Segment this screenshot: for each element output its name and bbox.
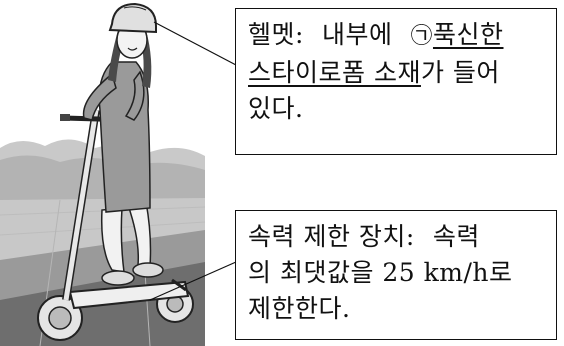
helmet-callout-line-3: 있다.	[248, 94, 304, 123]
speed-limiter-callout-box: 속력 제한 장치: 속력 의 최댓값을 25 km/h로 제한한다.	[235, 210, 557, 340]
speed-callout-line-1: 속력 제한 장치: 속력	[248, 219, 546, 255]
helmet-callout-line-2: 스타이로폼 소재가 들어	[248, 55, 546, 91]
helmet-callout-line-1: 헬멧: 내부에 ㉠푹신한	[248, 17, 546, 55]
speed-callout-line-2: 의 최댓값을 25 km/h로	[248, 258, 513, 287]
helmet-label: 헬멧	[248, 20, 296, 49]
background-bushes	[0, 139, 205, 205]
helmet-label-colon: :	[295, 20, 304, 49]
helmet-text-plain-2: 가 들어	[420, 58, 500, 87]
helmet-callout-box: 헬멧: 내부에 ㉠푹신한 스타이로폼 소재가 들어 있다.	[235, 8, 557, 155]
speed-limiter-label: 속력 제한 장치	[248, 222, 406, 251]
helmet-leader-line	[153, 21, 237, 66]
marker-giyeok: ㉠	[410, 24, 433, 49]
rider	[82, 2, 164, 286]
speed-label-colon: :	[405, 222, 415, 251]
speed-limiter-leader-line	[149, 261, 237, 301]
helmet-text-plain-1: 내부에	[321, 20, 393, 49]
speed-callout-line-3: 제한한다.	[248, 294, 351, 323]
underlined-phrase-part-2: 스타이로폼 소재	[248, 58, 421, 87]
underlined-phrase-part-1: 푹신한	[432, 20, 504, 49]
speed-text-plain-1: 속력	[432, 222, 480, 251]
